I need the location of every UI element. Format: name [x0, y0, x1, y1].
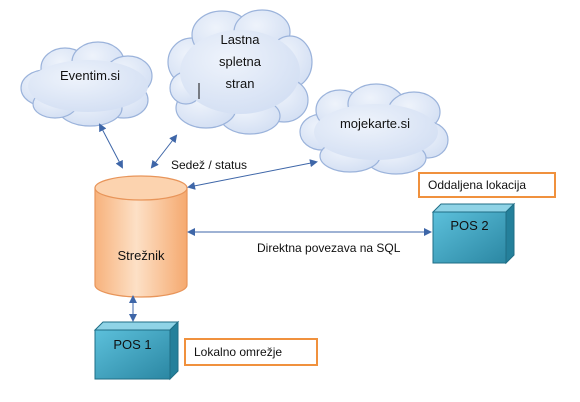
pos1-label: POS 1 [113, 337, 152, 352]
tag-lokalno-omrezje-text: Lokalno omrežje [194, 345, 283, 359]
edge-label-sedez-status: Sedež / status [171, 158, 248, 172]
cloud-label-eventim: Eventim.si [60, 68, 120, 83]
pos1-box [93, 320, 180, 381]
cloud-label-lastna-line1: Lastna [220, 32, 260, 47]
cloud-label-lastna-line2: spletna [219, 54, 261, 69]
cloud-label-mojekarte: mojekarte.si [339, 116, 411, 131]
edge-lastna-server [150, 134, 178, 169]
pos2-box [431, 202, 516, 265]
cloud-mojekarte [299, 83, 449, 175]
tag-oddaljena-lokacija-text: Oddaljena lokacija [428, 178, 527, 192]
server-label: Strežnik [117, 248, 165, 263]
tag-oddaljena-lokacija: Oddaljena lokacija [418, 172, 556, 198]
tag-lokalno-omrezje: Lokalno omrežje [184, 338, 318, 366]
edge-mojekarte-server [187, 159, 318, 190]
pos2-label: POS 2 [450, 218, 489, 233]
cloud-eventim [20, 41, 153, 127]
edge-eventim-server [99, 123, 123, 169]
server-cylinder [94, 175, 188, 298]
cloud-label-lastna-line3: stran [225, 76, 255, 91]
edge-label-direktna-povezava: Direktna povezava na SQL [257, 241, 401, 255]
cloud-lastna-spletna-stran [167, 9, 313, 135]
